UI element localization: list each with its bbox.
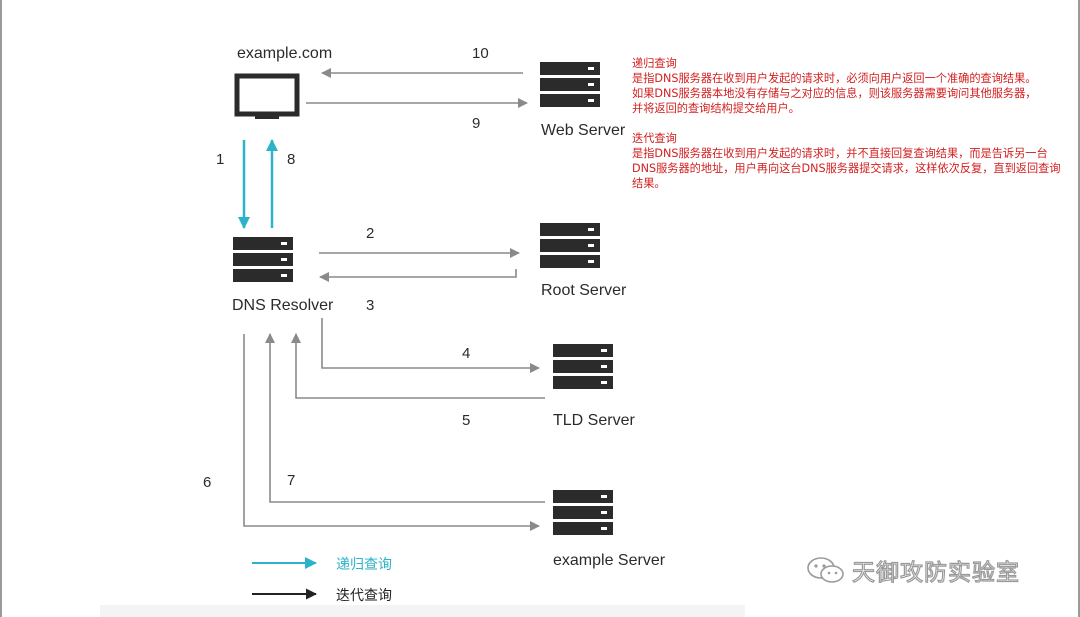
arrow-step-5 [291, 333, 545, 399]
step-label-2: 2 [366, 225, 374, 242]
arrow-step-3 [319, 269, 517, 282]
recursive-note: 递归查询 是指DNS服务器在收到用户发起的请求时，必须向用户返回一个准确的查询结… [632, 56, 1036, 116]
watermark: 天御攻防实验室 [806, 555, 1020, 587]
web-server-label: Web Server [541, 122, 626, 139]
step-label-9: 9 [472, 115, 480, 132]
recursive-note-line: 是指DNS服务器在收到用户发起的请求时，必须向用户返回一个准确的查询结果。 [632, 72, 1037, 85]
step-label-5: 5 [462, 412, 470, 429]
tld-server-icon [553, 344, 613, 389]
right-border [1078, 0, 1080, 617]
step-label-4: 4 [462, 345, 470, 362]
iterative-note-line: 是指DNS服务器在收到用户发起的请求时，并不直接回复查询结果，而是告诉另一台 [632, 147, 1048, 160]
iterative-note-line: DNS服务器的地址，用户再向这台DNS服务器提交请求，这样依次反复，直到返回查询 [632, 162, 1061, 175]
iterative-note: 迭代查询 是指DNS服务器在收到用户发起的请求时，并不直接回复查询结果，而是告诉… [632, 131, 1061, 191]
iterative-note-line: 结果。 [632, 177, 666, 190]
step-label-7: 7 [287, 472, 295, 489]
bottom-band [100, 605, 745, 617]
step-label-8: 8 [287, 151, 295, 168]
step-label-10: 10 [472, 45, 489, 62]
dns-resolver-icon [233, 237, 293, 282]
iterative-note-title: 迭代查询 [632, 132, 677, 145]
dns-resolver-label: DNS Resolver [232, 297, 334, 314]
legend-recursive-label: 递归查询 [336, 557, 392, 573]
step-label-3: 3 [366, 297, 374, 314]
legend-iterative-label: 迭代查询 [336, 588, 392, 604]
recursive-note-line: 并将返回的查询结构提交给用户。 [632, 102, 800, 115]
left-border [0, 0, 2, 617]
tld-server-label: TLD Server [553, 412, 635, 429]
recursive-note-line: 如果DNS服务器本地没有存储与之对应的信息，则该服务器需要询问其他服务器， [632, 87, 1037, 100]
root-server-icon [540, 223, 600, 268]
web-server-icon [540, 62, 600, 107]
recursive-note-title: 递归查询 [632, 57, 677, 70]
step-label-1: 1 [216, 151, 224, 168]
arrow-step-7 [265, 333, 545, 503]
example-server-label: example Server [553, 552, 666, 569]
arrow-step-4 [321, 318, 540, 373]
monitor-icon [234, 73, 300, 119]
root-server-label: Root Server [541, 282, 627, 299]
wechat-icon [807, 557, 844, 583]
step-label-6: 6 [203, 474, 211, 491]
arrow-step-6 [243, 334, 540, 531]
watermark-text: 天御攻防实验室 [851, 559, 1020, 586]
client-label: example.com [237, 45, 332, 62]
example-server-icon [553, 490, 613, 535]
